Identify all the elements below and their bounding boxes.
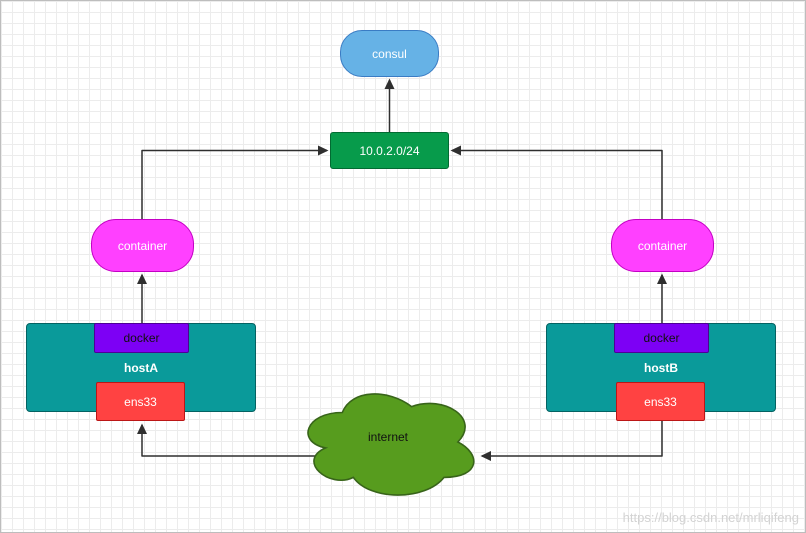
node-consul-label: consul [372, 46, 407, 61]
node-ens33-right[interactable]: ens33 [616, 382, 705, 421]
watermark: https://blog.csdn.net/mrliqifeng [622, 510, 799, 525]
edge-container-left-to-subnet[interactable] [141, 145, 329, 220]
node-ens33-right-label: ens33 [644, 394, 677, 409]
node-container-right-label: container [637, 238, 688, 253]
edge-internet-to-ens33-left[interactable] [137, 423, 331, 457]
node-docker-right[interactable]: docker [614, 323, 709, 353]
node-ens33-left[interactable]: ens33 [96, 382, 185, 421]
edge-container-right-to-subnet[interactable] [450, 145, 663, 220]
node-container-right[interactable]: container [611, 219, 714, 272]
node-docker-left-label: docker [123, 331, 160, 345]
edge-ens33-right-to-internet[interactable] [480, 421, 663, 461]
node-subnet-label: 10.0.2.0/24 [359, 143, 420, 158]
node-consul[interactable]: consul [340, 30, 439, 77]
node-container-left[interactable]: container [91, 219, 194, 272]
internet-cloud-label: internet [367, 430, 409, 444]
node-docker-right-label: docker [643, 331, 680, 345]
internet-cloud[interactable] [307, 393, 475, 496]
node-container-left-label: container [117, 238, 168, 253]
node-docker-left[interactable]: docker [94, 323, 189, 353]
node-host-b-label: hostB [644, 360, 678, 375]
node-host-a-label: hostA [124, 360, 158, 375]
node-subnet[interactable]: 10.0.2.0/24 [330, 132, 449, 169]
node-ens33-left-label: ens33 [124, 394, 157, 409]
